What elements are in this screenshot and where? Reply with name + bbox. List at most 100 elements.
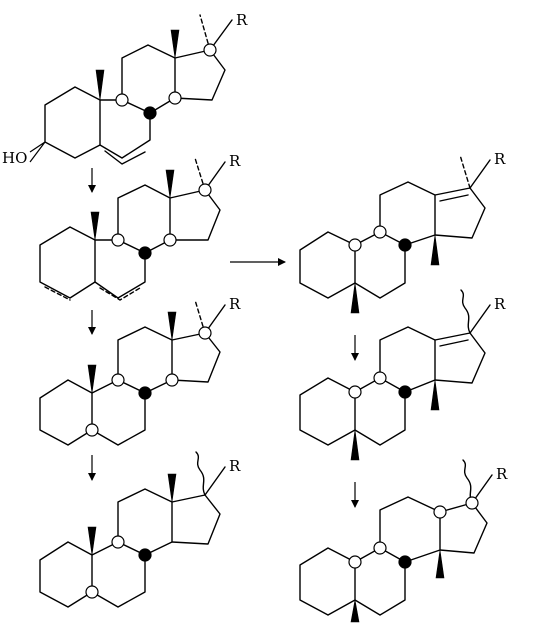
ho-label: HO (2, 149, 27, 167)
stereo-marker-filled (143, 106, 157, 120)
r-label: R (494, 295, 506, 313)
stereo-marker-open (85, 585, 99, 599)
stereo-marker-open (203, 43, 217, 57)
double-bond-dashed-b (99, 287, 141, 301)
structure-5: R (299, 150, 506, 314)
methyl-wedge-down (430, 234, 440, 266)
methyl-wedge-down (350, 282, 360, 314)
ho-wedge (29, 141, 46, 163)
stereo-marker-open (111, 535, 125, 549)
r-label: R (229, 457, 241, 475)
sidechain-wavy (195, 451, 206, 496)
sidechain-bond (204, 466, 226, 496)
methyl-wedge-10 (87, 526, 97, 556)
ring-a (299, 231, 356, 299)
ring-a (39, 226, 96, 299)
stereo-marker-open (198, 183, 212, 197)
ring-a (39, 541, 93, 608)
stereo-marker-filled (138, 246, 152, 260)
ring-c (117, 184, 171, 254)
methyl-wedge-13 (167, 311, 177, 341)
ring-b (91, 541, 146, 608)
ring-b (91, 379, 146, 446)
ring-d (169, 189, 221, 241)
stereo-marker-open (373, 541, 387, 555)
ring-d (434, 332, 486, 384)
structure-4: R (39, 451, 241, 608)
ring-b (354, 377, 406, 446)
ring-c (121, 44, 176, 114)
methyl-wedge-10 (90, 211, 100, 241)
ring-d (171, 494, 221, 545)
methyl-wedge-10 (87, 364, 97, 394)
methyl-wedge-down (350, 429, 360, 461)
structure-3: R (39, 295, 241, 446)
sidechain-bond (469, 304, 491, 334)
sidechain-dashed (459, 154, 471, 189)
stereo-marker-open (165, 373, 179, 387)
double-bond-d (439, 339, 469, 347)
ring-c (379, 496, 441, 563)
ring-c (117, 488, 173, 556)
methyl-wedge-down (435, 549, 445, 579)
ring-d (174, 49, 226, 101)
stereo-marker-open (373, 225, 387, 239)
stereo-marker-open (168, 91, 182, 105)
ring-d (434, 187, 486, 239)
ring-a (39, 379, 93, 446)
sidechain-wavy (460, 289, 471, 334)
stereo-marker-open (85, 423, 99, 437)
sidechain-dashed (199, 14, 211, 51)
stereo-marker-open (115, 93, 129, 107)
sidechain-bond (469, 159, 491, 189)
structure-6: R (299, 289, 506, 461)
stereo-marker-open (433, 505, 447, 519)
stereo-marker-filled (138, 386, 152, 400)
ring-d (439, 502, 488, 554)
double-bond-b (104, 150, 146, 165)
stereo-marker-filled (138, 548, 152, 562)
r-label: R (496, 465, 508, 483)
sidechain-wavy (462, 459, 473, 504)
stereo-marker-open (163, 233, 177, 247)
structure-1: R HO (2, 11, 248, 167)
methyl-wedge-13 (167, 473, 177, 503)
methyl-wedge-10 (95, 69, 105, 101)
sidechain-dashed (194, 157, 206, 191)
methyl-wedge-down (350, 599, 360, 623)
r-label: R (229, 295, 241, 313)
r-label: R (229, 152, 241, 170)
methyl-wedge-down (430, 379, 440, 411)
stereo-marker-open (111, 233, 125, 247)
stereo-marker-filled (398, 385, 412, 399)
ring-b (354, 231, 406, 299)
ring-b (354, 547, 406, 616)
stereo-marker-open (348, 555, 362, 569)
r-label: R (494, 150, 506, 168)
ring-b (99, 99, 151, 159)
sidechain-dashed (194, 299, 206, 334)
methyl-wedge-13 (165, 169, 175, 199)
stereo-marker-filled (398, 555, 412, 569)
structure-2: R (39, 152, 241, 301)
stereo-marker-open (198, 326, 212, 340)
ring-c (379, 326, 436, 393)
double-bond-d (439, 194, 469, 202)
ring-a (299, 377, 356, 446)
structure-7: R (299, 459, 508, 623)
ring-a (299, 547, 356, 616)
ring-d (171, 332, 221, 383)
stereo-marker-open (348, 238, 362, 252)
methyl-wedge-13 (170, 29, 180, 59)
stereo-marker-filled (398, 238, 412, 252)
ring-a (44, 86, 101, 159)
stereo-marker-open (111, 373, 125, 387)
stereo-marker-open (348, 385, 362, 399)
double-bond-dashed-a (44, 286, 71, 301)
r-label: R (236, 11, 248, 29)
stereo-marker-open (373, 371, 387, 385)
ring-c (379, 181, 436, 246)
ring-c (117, 326, 173, 394)
stereo-marker-open (465, 496, 479, 510)
